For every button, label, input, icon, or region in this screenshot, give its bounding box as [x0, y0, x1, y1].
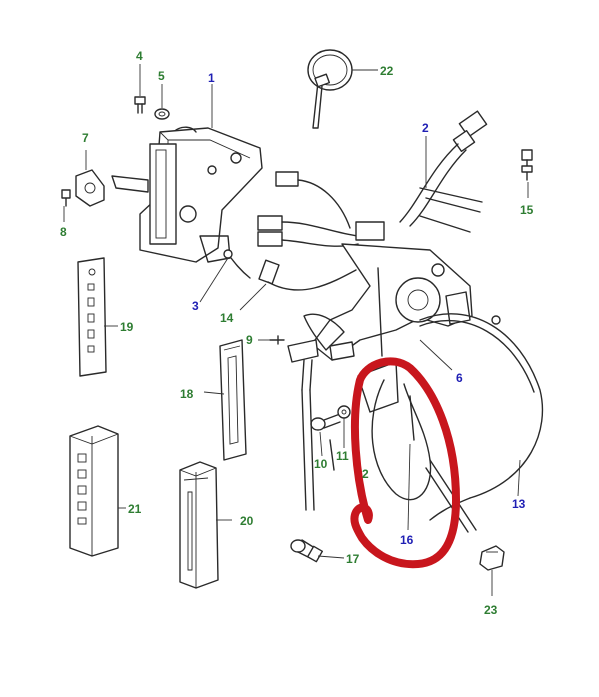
- callout-17: 17: [346, 552, 360, 566]
- callout-13: 13: [512, 497, 526, 511]
- slotted-block-part: [179, 461, 219, 589]
- screw-washer-part: [134, 96, 170, 120]
- lever-mechanism-part: [287, 243, 544, 533]
- callout-12: 2: [362, 467, 369, 481]
- callout-15: 15: [520, 203, 534, 217]
- rod-part: [301, 389, 335, 511]
- callout-16: 16: [400, 533, 414, 547]
- callout-19: 19: [120, 320, 134, 334]
- cable-clip-part: [479, 545, 505, 571]
- leader-lines: [63, 64, 529, 596]
- callout-labels: 1 2 3 4 5 6 7 8 9 10 11 2 13 14 15 16 17…: [60, 49, 534, 617]
- slotted-plate-part: [219, 339, 247, 461]
- callout-1: 1: [208, 71, 215, 85]
- callout-3: 3: [192, 299, 199, 313]
- callout-18: 18: [180, 387, 194, 401]
- connector-pin-part: [521, 149, 533, 181]
- gate-plate-part: [77, 257, 107, 377]
- small-screw-part: [269, 335, 285, 345]
- callout-2: 2: [422, 121, 429, 135]
- callout-14: 14: [220, 311, 234, 325]
- block-part: [69, 425, 119, 557]
- mounting-bracket-part: [111, 126, 263, 263]
- bolt-washer-part: [310, 405, 351, 431]
- callout-9: 9: [246, 333, 253, 347]
- callout-6: 6: [456, 371, 463, 385]
- callout-22: 22: [380, 64, 394, 78]
- callout-5: 5: [158, 69, 165, 83]
- callout-21: 21: [128, 502, 142, 516]
- red-highlight-marker: [350, 357, 460, 569]
- wiring-harness-part: [257, 110, 488, 247]
- callout-20: 20: [240, 514, 254, 528]
- terminal-lead-part: [223, 249, 357, 291]
- adjuster-part: [290, 539, 324, 563]
- callout-4: 4: [136, 49, 143, 63]
- callout-7: 7: [82, 131, 89, 145]
- callout-10: 10: [314, 457, 328, 471]
- cable-tie-part: [307, 49, 353, 129]
- callout-23: 23: [484, 603, 498, 617]
- cap-clip-part: [61, 169, 105, 207]
- callout-8: 8: [60, 225, 67, 239]
- callout-11: 11: [336, 449, 349, 463]
